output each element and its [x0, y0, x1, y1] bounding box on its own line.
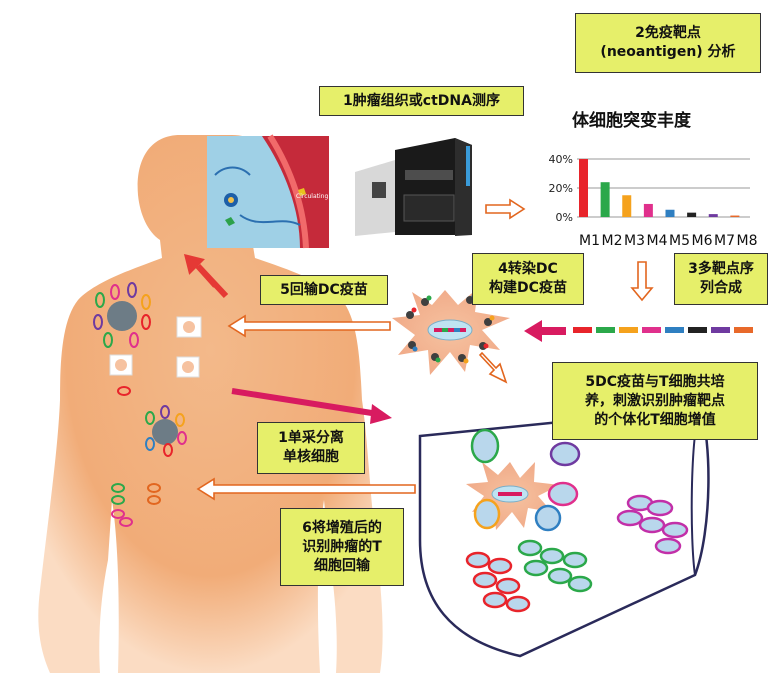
chart-bar: [622, 195, 632, 217]
arrow-body-to-sequencing: [183, 253, 229, 299]
sequencer-machine: [355, 138, 472, 236]
step-neoantigen-line1: 2免疫靶点: [635, 25, 701, 41]
x-tick-label: M7: [714, 233, 735, 249]
step-return-line1: 6将增殖后的: [302, 519, 382, 536]
step-synthesis-line2: 列合成: [700, 280, 742, 296]
x-tick-label: M6: [692, 233, 713, 249]
sequence-segment: [734, 327, 753, 333]
arrow-dc-to-culture: [478, 351, 508, 384]
t-cell-small-body: [111, 386, 161, 527]
sequence-segment: [573, 327, 592, 333]
x-tick-label: M4: [647, 233, 668, 249]
tumor-cell-lower: [145, 405, 187, 457]
step-transfect-box: 4转染DC 构建DC疫苗: [472, 253, 584, 305]
arrow-culture-to-body: [196, 477, 416, 501]
dc-vaccine-cell: [392, 288, 510, 375]
x-tick-label: M2: [602, 233, 623, 249]
y-tick-label: 20%: [549, 182, 573, 195]
x-tick-label: M3: [624, 233, 645, 249]
arrow-sequence-to-dc: [524, 320, 566, 342]
step-transfect-line2: 构建DC疫苗: [489, 280, 567, 296]
photo-caption: Circulating Tumor DNA: [296, 193, 365, 200]
y-tick-label: 40%: [549, 153, 573, 166]
step-sequencing-box: 1肿瘤组织或ctDNA测序: [319, 86, 524, 116]
dc-in-culture: [466, 462, 560, 530]
step-synthesis-box: 3多靶点序 列合成: [674, 253, 768, 305]
step-reinfuse-box: 5回输DC疫苗: [260, 275, 388, 305]
step-reinfuse-label: 5回输DC疫苗: [280, 281, 368, 298]
arrow-body-to-culture: [231, 388, 392, 424]
chart-bar: [643, 203, 653, 217]
chart-title: 体细胞突变丰度: [572, 111, 691, 131]
step-return-line2: 识别肿瘤的T: [302, 538, 382, 555]
chart-bar: [708, 214, 718, 217]
arrow-to-chart: [485, 198, 526, 220]
chart-bar: [600, 182, 610, 217]
step-apheresis-line2: 单核细胞: [283, 449, 339, 465]
step-apheresis-box: 1单采分离 单核细胞: [257, 422, 365, 474]
chart-bar: [579, 159, 588, 217]
sequence-segment: [619, 327, 638, 333]
sequence-segment: [642, 327, 661, 333]
sequence-segment: [665, 327, 684, 333]
x-tick-label: M5: [669, 233, 690, 249]
chart-bar: [730, 215, 740, 217]
t-cells-culture: [465, 428, 689, 613]
tumor-dna-illustration: [207, 134, 329, 249]
step-return-box: 6将增殖后的 识别肿瘤的T 细胞回输: [280, 508, 404, 586]
step-synthesis-line1: 3多靶点序: [688, 261, 754, 277]
step-transfect-line1: 4转染DC: [498, 261, 558, 277]
dc-thumbnails: [109, 316, 202, 378]
sequence-segment: [596, 327, 615, 333]
step-coculture-line3: 的个体化T细胞增值: [594, 411, 716, 428]
chart-bar: [687, 212, 697, 217]
step-return-line3: 细胞回输: [314, 557, 370, 574]
step-coculture-line2: 养，刺激识别肿瘤靶点: [585, 392, 725, 409]
arrow-dc-to-body: [227, 314, 391, 338]
y-tick-label: 0%: [556, 211, 573, 224]
step-neoantigen-line2: (neoantigen) 分析: [600, 44, 736, 60]
tumor-cell-upper: [93, 282, 151, 348]
chart-bar: [665, 209, 675, 217]
step-coculture-line1: 5DC疫苗与T细胞共培: [585, 373, 725, 390]
synthesized-sequence: [573, 327, 753, 333]
sequence-segment: [688, 327, 707, 333]
step-apheresis-line1: 1单采分离: [278, 430, 344, 446]
sequence-segment: [711, 327, 730, 333]
step-coculture-box: 5DC疫苗与T细胞共培 养，刺激识别肿瘤靶点 的个体化T细胞增值: [552, 362, 758, 440]
arrow-down-synthesis: [630, 261, 654, 302]
x-tick-label: M8: [737, 233, 758, 249]
step-sequencing-label: 1肿瘤组织或ctDNA测序: [343, 92, 500, 109]
step-neoantigen-box: 2免疫靶点 (neoantigen) 分析: [575, 13, 761, 73]
x-tick-label: M1: [579, 233, 600, 249]
